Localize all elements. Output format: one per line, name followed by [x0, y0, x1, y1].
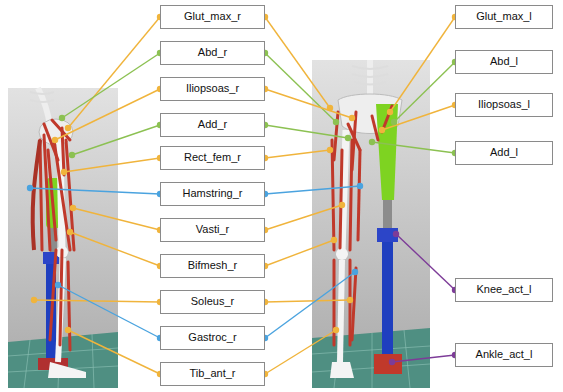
- leader-dot: [379, 127, 385, 133]
- muscle-name: Abd_r: [198, 46, 227, 59]
- leader-dot: [333, 327, 339, 333]
- leader-line: [70, 232, 160, 266]
- leader-dot: [387, 109, 393, 115]
- muscle-label-box: Glut_max_l: [455, 5, 553, 29]
- leader-dot: [369, 139, 375, 145]
- muscle-name: Iliopsoas_l: [478, 98, 530, 111]
- leader-line: [265, 272, 355, 338]
- leader-line: [392, 355, 455, 362]
- muscle-name: Bifmesh_r: [188, 259, 238, 272]
- leader-dot: [393, 231, 399, 237]
- leader-dot: [55, 282, 61, 288]
- leader-dot: [357, 183, 363, 189]
- leader-line: [62, 53, 160, 118]
- leader-dot: [70, 205, 76, 211]
- muscle-label-box: Hamstring_r: [160, 182, 265, 206]
- leader-dot: [333, 119, 339, 125]
- muscle-label-box: Vasti_r: [160, 218, 265, 242]
- leader-line: [372, 142, 455, 153]
- muscle-name: Glut_max_l: [476, 10, 532, 23]
- muscle-name: Soleus_r: [191, 295, 234, 308]
- muscle-label-box: Add_l: [455, 141, 553, 165]
- leader-dot: [389, 359, 395, 365]
- leader-line: [265, 150, 330, 158]
- leader-dot: [69, 152, 75, 158]
- muscle-label-box: Iliopsoas_l: [455, 93, 553, 117]
- leader-dot: [27, 185, 33, 191]
- leader-line: [72, 125, 160, 155]
- leader-line: [390, 17, 455, 112]
- leader-line: [382, 105, 455, 130]
- leader-dot: [391, 119, 397, 125]
- leader-line: [265, 240, 334, 266]
- leader-line: [58, 285, 160, 338]
- leader-line: [394, 62, 455, 122]
- leader-dot: [327, 105, 333, 111]
- muscle-label-box: Bifmesh_r: [160, 254, 265, 278]
- muscle-name: Abd_l: [490, 55, 518, 68]
- muscle-name: Tib_ant_r: [189, 367, 235, 380]
- muscle-label-box: Tib_ant_r: [160, 362, 265, 386]
- muscle-label-box: Glut_max_r: [160, 5, 265, 29]
- muscle-name: Rect_fem_r: [184, 151, 241, 164]
- leader-line: [64, 158, 160, 172]
- muscle-name: Iliopsoas_r: [186, 82, 239, 95]
- leader-dot: [59, 115, 65, 121]
- leader-dot: [65, 125, 71, 131]
- leader-line: [265, 186, 360, 194]
- leader-dot: [61, 169, 67, 175]
- leader-line: [265, 330, 336, 374]
- leader-line: [265, 300, 350, 302]
- muscle-name: Ankle_act_l: [476, 348, 533, 361]
- leader-dot: [349, 115, 355, 121]
- muscle-name: Add_r: [198, 118, 227, 131]
- leader-line: [265, 89, 352, 118]
- muscle-label-box: Rect_fem_r: [160, 146, 265, 170]
- leader-line: [265, 205, 342, 230]
- muscle-name: Vasti_r: [196, 223, 229, 236]
- leader-line: [265, 125, 348, 138]
- muscle-label-box: Gastroc_r: [160, 326, 265, 350]
- leader-dot: [52, 137, 58, 143]
- leader-dot: [65, 327, 71, 333]
- leader-line: [30, 188, 160, 194]
- muscle-label-box: Add_r: [160, 113, 265, 137]
- leader-line: [73, 208, 160, 230]
- leader-dot: [327, 147, 333, 153]
- leader-line: [68, 330, 160, 374]
- muscle-label-box: Abd_l: [455, 50, 553, 74]
- leader-line: [34, 300, 160, 302]
- muscle-label-box: Ankle_act_l: [455, 343, 553, 367]
- muscle-label-box: Iliopsoas_r: [160, 77, 265, 101]
- leader-dot: [331, 237, 337, 243]
- muscle-name: Add_l: [490, 146, 518, 159]
- muscle-name: Gastroc_r: [188, 331, 236, 344]
- front-view: [312, 60, 430, 388]
- muscle-name: Knee_act_l: [476, 283, 531, 296]
- muscle-name: Glut_max_r: [184, 10, 241, 23]
- leader-line: [396, 234, 455, 290]
- muscle-label-box: Knee_act_l: [455, 278, 553, 302]
- muscle-label-box: Abd_r: [160, 41, 265, 65]
- leader-dot: [67, 229, 73, 235]
- muscle-label-box: Soleus_r: [160, 290, 265, 314]
- muscle-name: Hamstring_r: [183, 187, 243, 200]
- side-view: [8, 88, 118, 388]
- leader-line: [265, 53, 336, 122]
- leader-dot: [347, 297, 353, 303]
- leader-dot: [352, 269, 358, 275]
- leader-dot: [339, 202, 345, 208]
- leader-dot: [31, 297, 37, 303]
- leader-dot: [345, 135, 351, 141]
- leader-line: [55, 89, 160, 140]
